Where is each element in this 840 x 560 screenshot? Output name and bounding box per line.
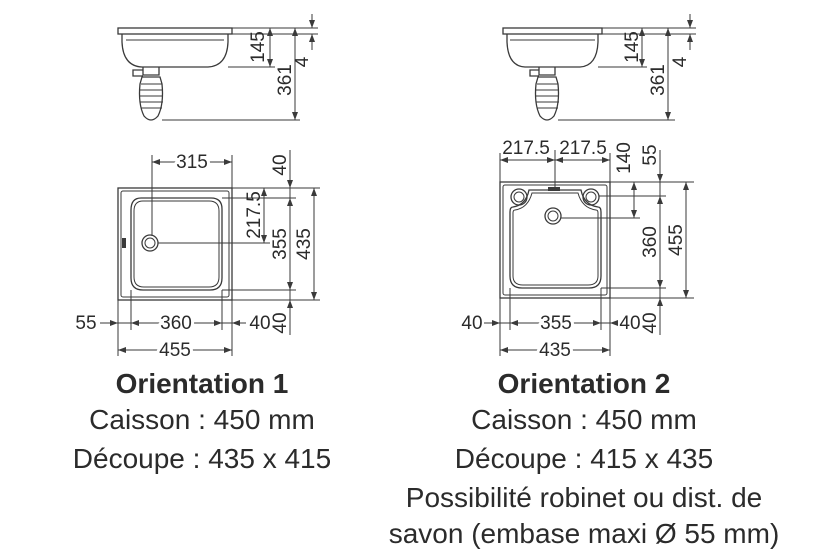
label-bottom-margin: 40 — [270, 312, 291, 333]
caption-2: Orientation 2 Caisson : 450 mm Découpe :… — [389, 368, 780, 549]
side-view-2-dimensions: 145 361 4 — [558, 14, 696, 121]
label-left-margin: 40 — [461, 313, 482, 334]
label-bowl-depth: 145 — [248, 31, 269, 63]
label-left-half: 217.5 — [502, 138, 550, 159]
drain-hole-inner — [144, 237, 156, 249]
sink-plan-view-1 — [117, 187, 233, 301]
bowl-outline — [509, 189, 602, 289]
label-right-margin: 40 — [249, 313, 270, 334]
plan-view-2-dimensions: 217.5 217.5 140 55 360 40 455 — [461, 138, 694, 364]
tap-hole-right-inner — [585, 191, 597, 203]
sink-rim — [502, 27, 603, 35]
sink-side-view-1 — [117, 27, 233, 121]
label-total-width: 455 — [159, 340, 191, 361]
orientation-2-drawing: 145 361 4 217.5 217.5 — [389, 14, 780, 549]
side-view-1-dimensions: 145 361 4 — [162, 14, 318, 121]
label-bowl-depth: 360 — [640, 226, 661, 258]
caption-1: Orientation 1 Caisson : 450 mm Découpe :… — [73, 368, 331, 474]
caisson-text: Caisson : 450 mm — [471, 404, 697, 435]
label-bowl-width: 355 — [540, 313, 572, 334]
label-total-height: 361 — [275, 64, 296, 96]
overflow-slot — [548, 187, 560, 191]
sink-rim — [117, 27, 233, 35]
label-bowl-depth: 145 — [622, 31, 643, 63]
caisson-text: Caisson : 450 mm — [89, 404, 315, 435]
label-drain-from-top: 140 — [614, 142, 635, 174]
trap-ribs — [536, 83, 559, 109]
note-text-line-2: savon (embase maxi Ø 55 mm) — [389, 518, 780, 549]
sink-outer-edge — [499, 181, 611, 299]
orientation-1-drawing: 145 361 4 315 — [73, 14, 331, 474]
trap-ribs — [140, 83, 163, 109]
tap-hole-left — [510, 188, 528, 206]
overflow-pipe — [132, 69, 143, 77]
label-tap-from-top: 55 — [640, 144, 661, 165]
sink-side-view-2 — [502, 27, 603, 121]
sink-bowl-profile — [506, 34, 599, 68]
note-text-line-1: Possibilité robinet ou dist. de — [406, 482, 762, 513]
sink-outer-edge — [117, 187, 233, 301]
label-drain-offset: 217.5 — [244, 191, 265, 239]
drain-trap — [534, 76, 560, 121]
label-rim-thickness: 4 — [670, 56, 691, 67]
decoupe-text: Découpe : 435 x 415 — [73, 443, 331, 474]
drain-trap — [138, 76, 164, 121]
label-total-height: 361 — [648, 64, 669, 96]
drain-outlet — [142, 67, 160, 76]
label-total-width: 435 — [539, 340, 571, 361]
orientation-title: Orientation 1 — [116, 368, 289, 399]
overflow-pipe — [529, 69, 539, 77]
sink-plan-view-2 — [499, 181, 611, 299]
label-top-margin: 40 — [270, 154, 291, 175]
label-right-half: 217.5 — [559, 138, 607, 159]
drain-hole — [141, 234, 159, 252]
label-total-depth: 435 — [294, 228, 315, 260]
sink-inner-edge — [120, 190, 230, 298]
label-drain-to-edge: 315 — [176, 152, 208, 173]
drain-hole-inner — [547, 210, 559, 222]
bowl-outline — [130, 197, 223, 291]
label-total-depth: 455 — [666, 224, 687, 256]
label-bottom-margin: 40 — [640, 312, 661, 333]
label-bowl-depth: 355 — [270, 228, 291, 260]
label-rim-thickness: 4 — [292, 56, 313, 67]
drain-hole — [544, 207, 562, 225]
plan-view-1-dimensions: 315 217.5 40 355 40 435 — [75, 149, 320, 364]
decoupe-text: Découpe : 415 x 435 — [455, 443, 713, 474]
tap-hole-left-inner — [513, 191, 525, 203]
overflow-slot — [122, 238, 126, 248]
bowl-inner-outline — [133, 200, 220, 288]
tap-hole-right — [582, 188, 600, 206]
drain-outlet — [538, 67, 556, 76]
sink-bowl-profile — [121, 34, 229, 68]
orientation-title: Orientation 2 — [498, 368, 671, 399]
label-left-margin: 55 — [75, 313, 96, 334]
label-bowl-width: 360 — [160, 313, 192, 334]
label-right-margin: 40 — [619, 313, 640, 334]
bowl-inner-outline — [512, 192, 599, 286]
